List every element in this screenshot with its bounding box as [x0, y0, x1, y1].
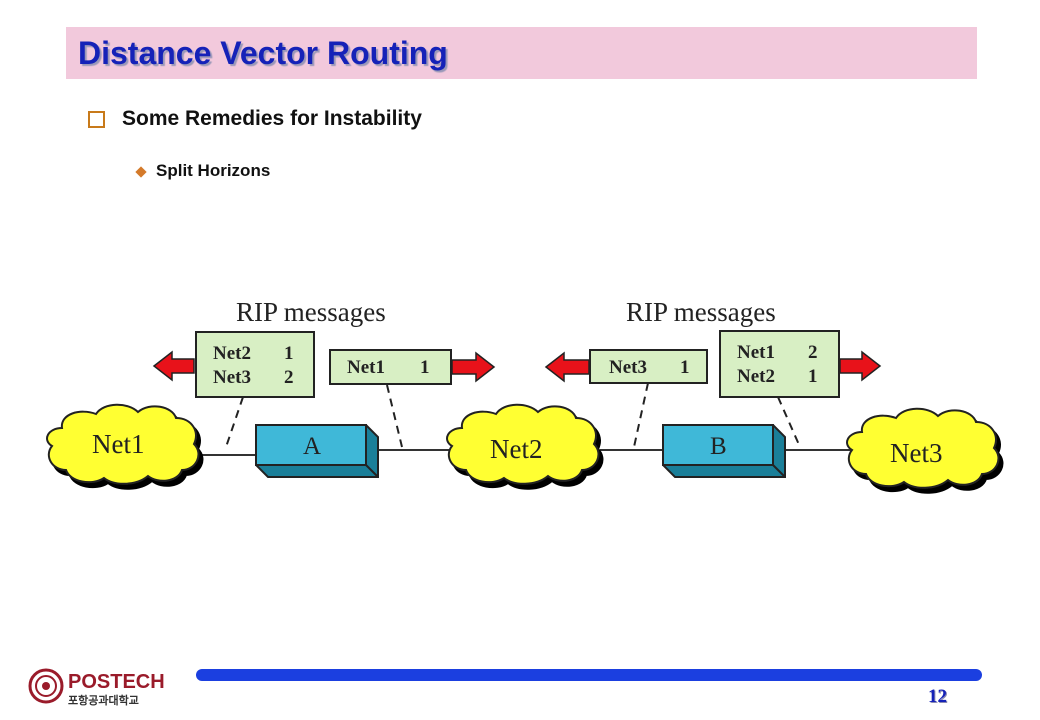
page-number: 12: [928, 686, 947, 707]
message-entry-cost: 1: [284, 343, 294, 364]
bullet-main: Some Remedies for Instability: [88, 107, 422, 131]
network-links: [190, 449, 856, 456]
postech-logo: POSTECH 포항공과대학교: [28, 664, 173, 708]
message-entry-cost: 2: [808, 342, 818, 363]
message-entry-net: Net3: [213, 367, 251, 388]
router-label: A: [303, 433, 321, 460]
message-entry-net: Net2: [213, 343, 251, 364]
router-label: B: [710, 433, 727, 460]
message-entry-net: Net3: [609, 357, 647, 378]
router-a: [255, 424, 379, 478]
message-entry-cost: 2: [284, 367, 294, 388]
title-bar: Distance Vector Routing: [66, 27, 977, 79]
logo-wordmark: POSTECH: [68, 671, 165, 693]
net2-cloud: [446, 403, 600, 485]
bullet-sub-text: Split Horizons: [156, 161, 271, 180]
message-connectors: [224, 382, 801, 451]
message-entry-net: Net1: [347, 357, 385, 378]
rip-message-box: Net2 1 Net3 2: [195, 331, 315, 398]
logo-korean-name: 포항공과대학교: [68, 693, 139, 707]
network-label: Net3: [890, 438, 942, 468]
rip-heading-right: RIP messages: [626, 297, 776, 327]
message-entry-cost: 1: [420, 357, 430, 378]
rip-message-box: Net3 1: [589, 349, 708, 384]
router-b: [662, 424, 786, 478]
slide-title: Distance Vector Routing: [78, 35, 448, 71]
arrow-right-icon: [839, 350, 882, 382]
arrow-right-icon: [451, 351, 496, 383]
message-entry-net: Net2: [737, 366, 775, 387]
message-entry-cost: 1: [680, 357, 690, 378]
arrow-left-icon: [152, 350, 195, 382]
bullet-sub: Split Horizons: [135, 161, 271, 181]
network-label: Net1: [92, 429, 144, 459]
net3-cloud: [846, 407, 1000, 489]
net1-cloud: [46, 403, 200, 485]
arrow-left-icon: [544, 351, 590, 383]
rip-message-box: Net1 1: [329, 349, 452, 385]
message-entry-net: Net1: [737, 342, 775, 363]
bullet-main-text: Some Remedies for Instability: [122, 107, 422, 130]
message-entry-cost: 1: [808, 366, 818, 387]
network-label: Net2: [490, 434, 542, 464]
footer-bar: [196, 669, 982, 681]
rip-heading-left: RIP messages: [236, 297, 386, 327]
rip-message-box: Net1 2 Net2 1: [719, 330, 840, 398]
square-bullet-icon: [88, 110, 105, 128]
